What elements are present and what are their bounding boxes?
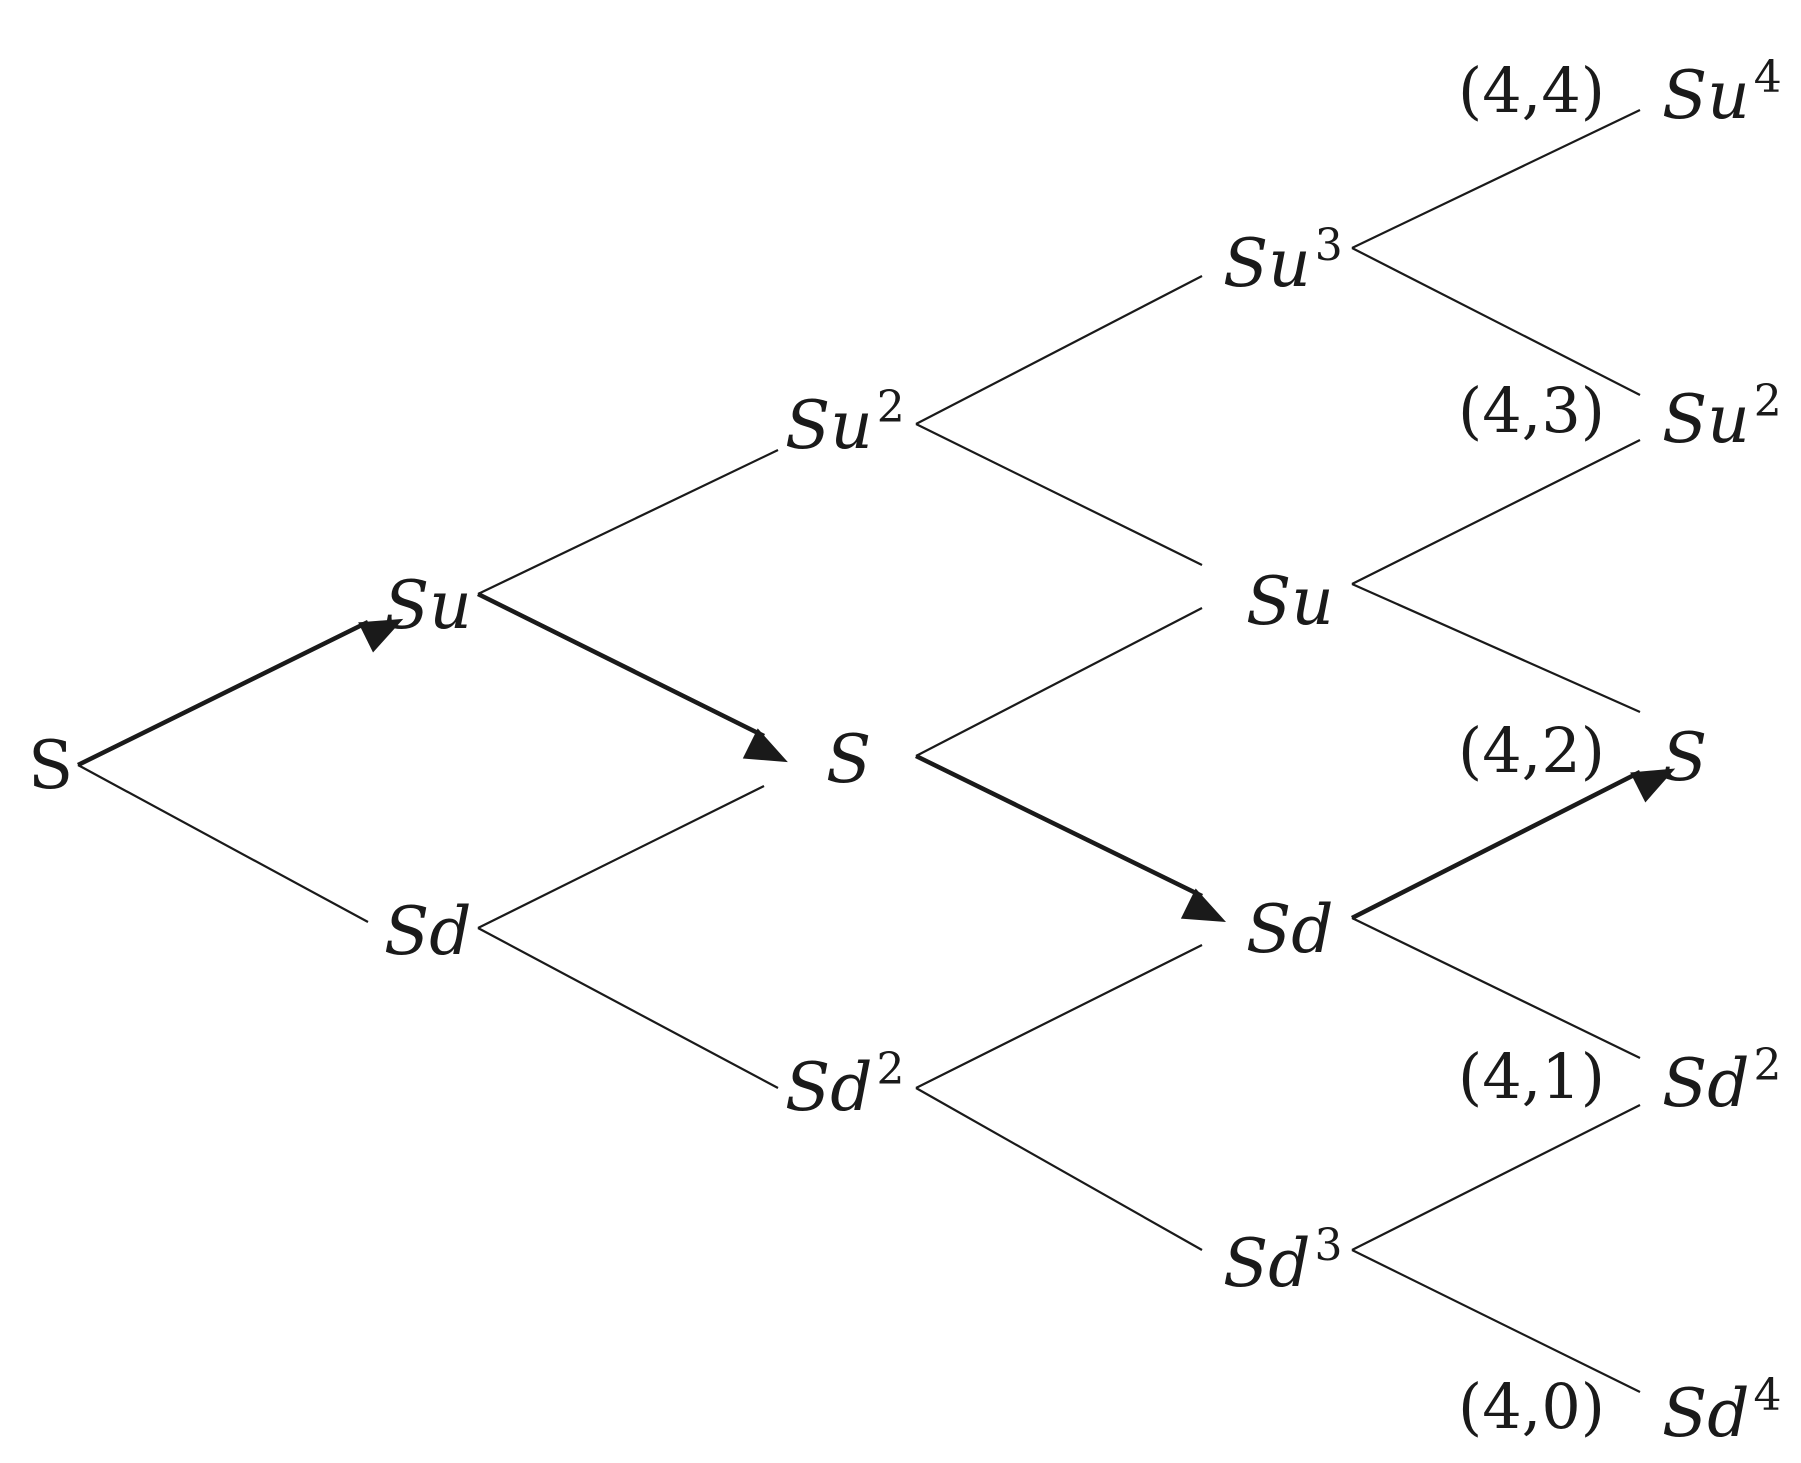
- edge-n1d-n2m: [477, 785, 765, 929]
- tree-node: S: [826, 721, 871, 798]
- edge-n1d-n2d: [477, 927, 779, 1089]
- highlighted-edge-n3d-n4c: [1350, 768, 1676, 921]
- tree-node: Sd: [1246, 891, 1333, 968]
- node-n2d: Sd2: [785, 1044, 904, 1126]
- node-n1d: Sd: [384, 893, 471, 970]
- terminal-labels: (4,4) (4,3) (4,2) (4,1) (4,0): [1458, 54, 1605, 1443]
- tree-node: Su2: [1662, 376, 1782, 458]
- edge-n2m-n3u: [915, 607, 1203, 757]
- terminal-label-n4e: (4,0): [1458, 1370, 1605, 1443]
- tree-node: Sd2: [785, 1044, 904, 1126]
- node-n2m: S: [826, 721, 871, 798]
- node-n4a: Su4: [1662, 52, 1782, 134]
- highlighted-edge-n2m-n3d: [915, 753, 1227, 923]
- node-n3d: Sd: [1246, 891, 1333, 968]
- terminal-label-n4a: (4,4): [1458, 54, 1605, 127]
- highlighted-edge-n0-n1u: [77, 618, 404, 768]
- edge-n3dd-n4d: [1351, 1104, 1641, 1251]
- tree-node: Sd4: [1662, 1370, 1781, 1452]
- highlighted-edge-n1u-n2m: [476, 591, 788, 763]
- tree-edges: [77, 109, 1676, 1393]
- node-n3u: Su: [1246, 563, 1334, 640]
- tree-node: Sd3: [1223, 1220, 1342, 1302]
- tree-node: S: [1662, 719, 1707, 796]
- terminal-label-n4d: (4,1): [1458, 1040, 1605, 1113]
- node-n4e: Sd4: [1662, 1370, 1781, 1452]
- tree-node: Su: [384, 567, 472, 644]
- tree-node: S: [28, 727, 73, 804]
- node-n0: S: [28, 727, 73, 804]
- tree-node: Su4: [1662, 52, 1782, 134]
- tree-node: Sd2: [1662, 1040, 1781, 1122]
- edge-n3u-n4b: [1351, 439, 1641, 585]
- edge-n3d-n4d: [1351, 917, 1641, 1059]
- edge-n1u-n2u: [477, 449, 779, 595]
- node-n4c: S: [1662, 719, 1707, 796]
- edge-n2d-n3d: [915, 944, 1203, 1089]
- node-n3dd: Sd3: [1223, 1220, 1342, 1302]
- tree-node: Su2: [785, 382, 905, 464]
- edge-n3dd-n4e: [1351, 1249, 1641, 1393]
- edge-n2d-n3dd: [915, 1087, 1203, 1251]
- edge-n3uu-n4b: [1351, 247, 1641, 396]
- edge-n2u-n3uu: [915, 275, 1203, 425]
- node-n2u: Su2: [785, 382, 905, 464]
- node-n4b: Su2: [1662, 376, 1782, 458]
- node-n1u: Su: [384, 567, 472, 644]
- node-n4d: Sd2: [1662, 1040, 1781, 1122]
- edge-n3u-n4c: [1351, 582, 1641, 714]
- edge-n0-n1d: [77, 764, 369, 923]
- tree-node: Su: [1246, 563, 1334, 640]
- tree-node: Sd: [384, 893, 471, 970]
- node-n3uu: Su3: [1223, 220, 1343, 302]
- edge-n3uu-n4a: [1351, 109, 1641, 249]
- tree-node: Su3: [1223, 220, 1343, 302]
- terminal-label-n4c: (4,2): [1458, 714, 1605, 787]
- edge-n2u-n3u: [915, 423, 1203, 566]
- terminal-label-n4b: (4,3): [1458, 374, 1605, 447]
